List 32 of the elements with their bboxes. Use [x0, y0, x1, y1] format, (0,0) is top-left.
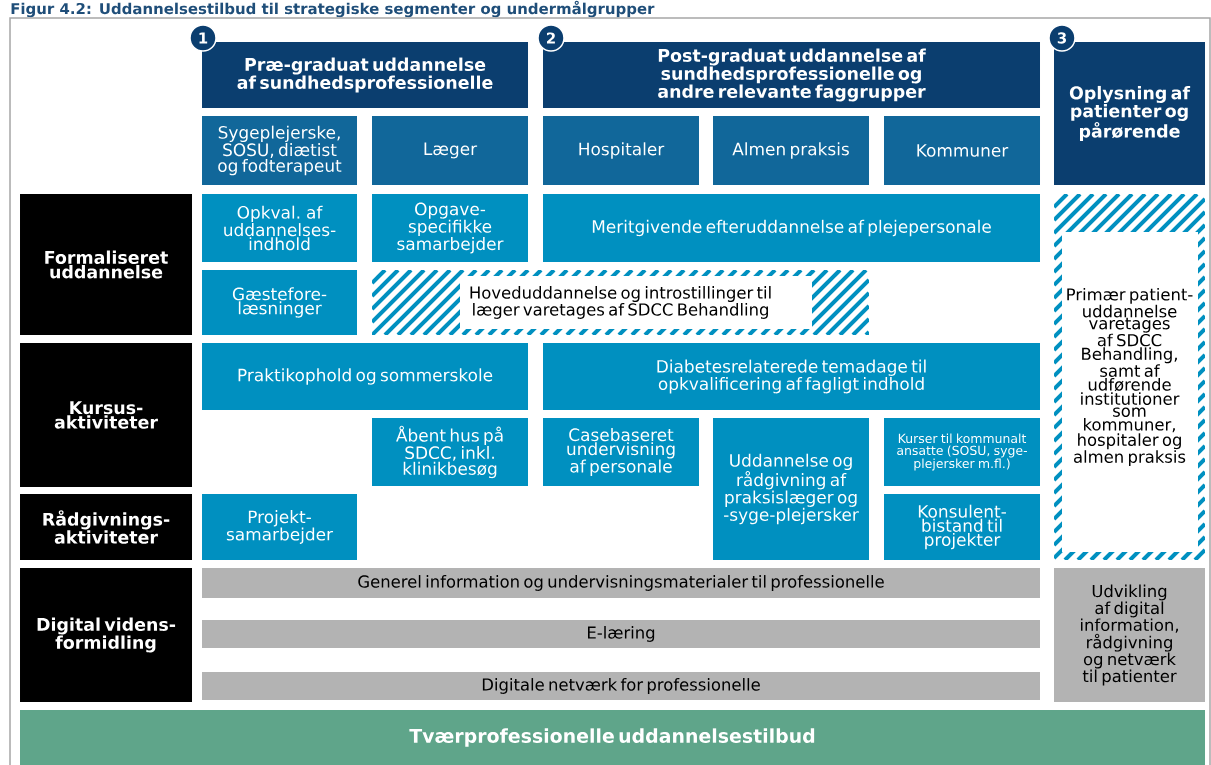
digital-bar: Generel information og undervisningsmaterialer til professionelle — [202, 568, 1040, 598]
digital-bar: E-læring — [202, 620, 1040, 648]
offer-box: Projekt-samarbejder — [202, 494, 357, 560]
segment-box: Sygeplejerske, SOSU, diætist og fodterapeut — [202, 116, 357, 185]
callout-number: 3 — [1048, 24, 1076, 52]
row-header: Rådgivnings-aktiviteter — [20, 494, 192, 560]
title: Figur 4.2: Uddannelsestilbud til strategiske segmenter og undermålgrupper — [11, 0, 655, 18]
offer-box: Casebaseret undervisning af personale — [543, 418, 699, 486]
hatched-box: Primær patient-uddannelse varetages af SDCC Behandling, samt af udførende institutioner som kommuner, hospitaler og almen praksis — [1054, 194, 1205, 560]
segment-box: Hospitaler — [543, 116, 699, 185]
digital-box: Udvikling af digital information, rådgivning og netværk til patienter — [1054, 568, 1205, 702]
row-header: Kursus-aktiviteter — [20, 343, 192, 487]
footer-band: Tværprofessionelle uddannelsestilbud — [20, 710, 1205, 765]
segment-box: Læger — [372, 116, 528, 185]
offer-box: Åbent hus på SDCC, inkl. klinikbesøg — [372, 418, 528, 486]
row-header: Digital videns-formidling — [20, 568, 192, 702]
segment-box: Kommuner — [884, 116, 1040, 185]
offer-box: Opkval. af uddannelses-indhold — [202, 194, 357, 262]
offer-box: Gæstefore-læsninger — [202, 270, 357, 335]
callout-number: 1 — [189, 24, 217, 52]
offer-box: Opgave-specifikke samarbejder — [372, 194, 528, 262]
offer-box: Praktikophold og sommerskole — [202, 343, 528, 410]
hatched-box: Hoveduddannelse og introstillinger til læger varetages af SDCC Behandling — [372, 270, 869, 335]
row-header: Formaliseret uddannelse — [20, 194, 192, 335]
offer-box: Konsulent-bistand til projekter — [884, 494, 1040, 560]
offer-box: Kurser til kommunalt ansatte (SOSU, syge-plejersker m.fl.) — [884, 418, 1040, 486]
digital-bar: Digitale netværk for professionelle — [202, 672, 1040, 700]
offer-box: Uddannelse og rådgivning af praksislæger og -syge-plejersker — [713, 418, 869, 560]
segment-box: Almen praksis — [713, 116, 869, 185]
callout-number: 2 — [537, 24, 565, 52]
offer-box: Meritgivende efteruddannelse af plejepersonale — [543, 194, 1040, 262]
offer-box: Diabetesrelaterede temadage til opkvalificering af fagligt indhold — [543, 343, 1040, 410]
